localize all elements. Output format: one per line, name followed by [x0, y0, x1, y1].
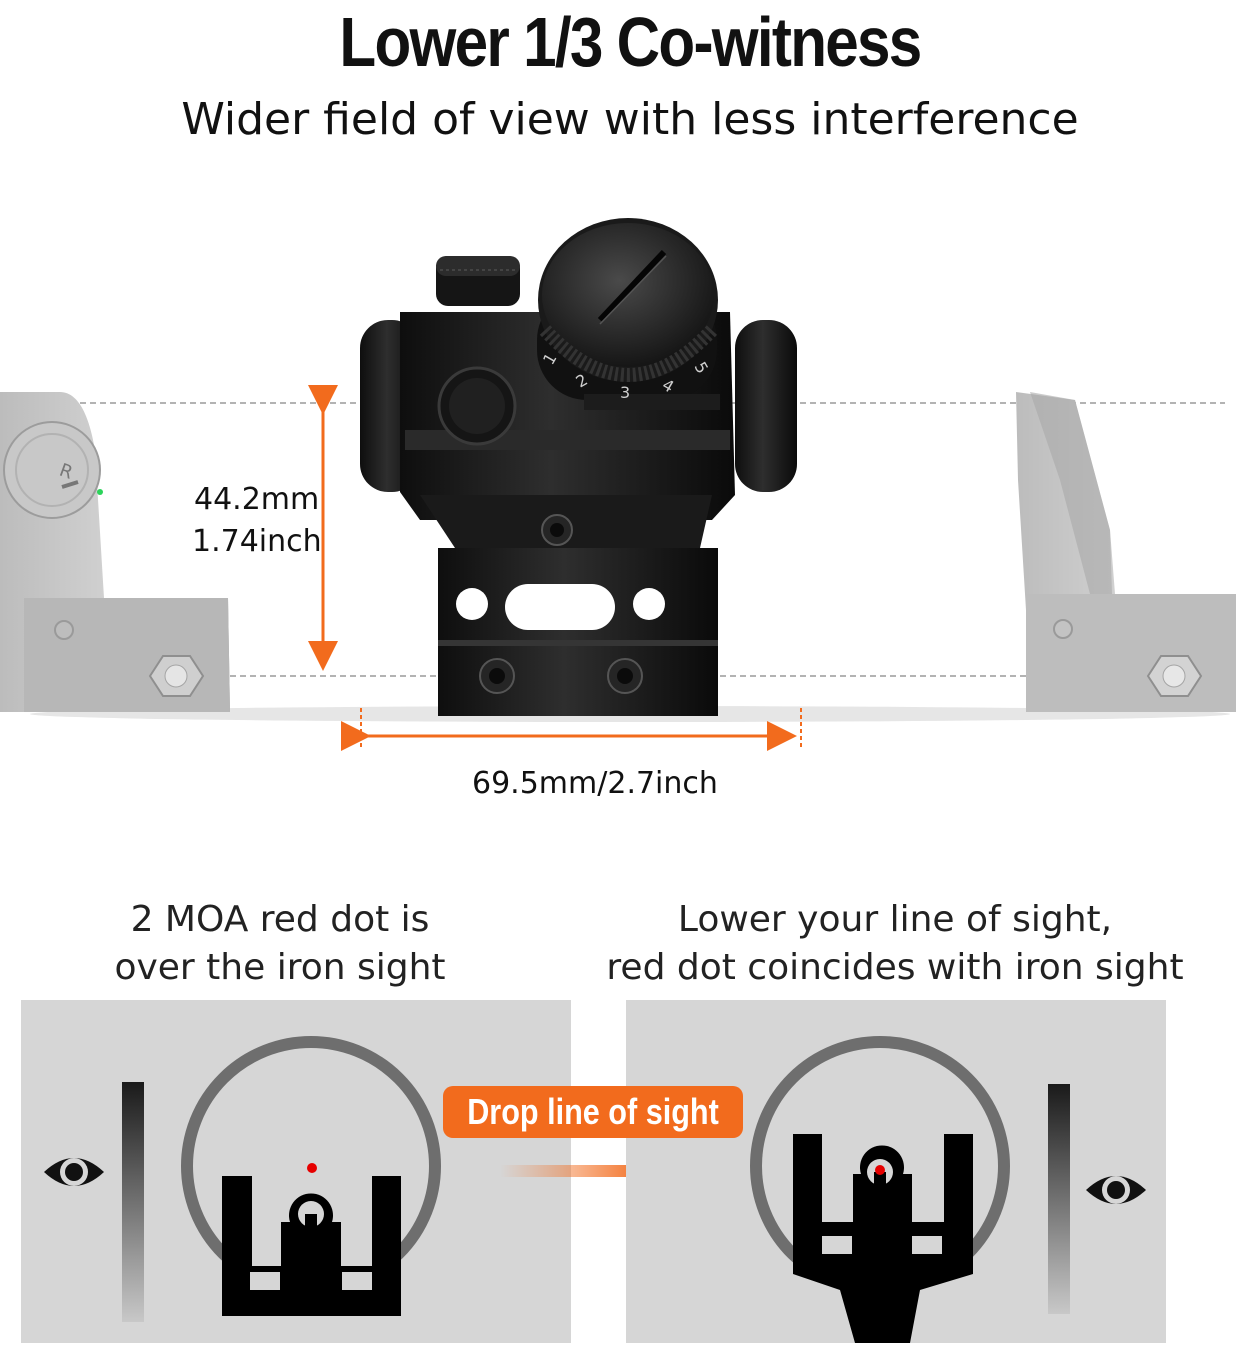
height-mm-label: 44.2mm [194, 482, 320, 517]
front-post [122, 1082, 144, 1322]
red-dot [307, 1163, 317, 1173]
right-sight-panel [626, 1000, 1166, 1343]
height-inch-label: 1.74inch [192, 524, 322, 559]
page-subtitle: Wider field of view with less interferen… [181, 94, 1079, 145]
product-illustration: R [0, 218, 1236, 751]
sight-picture-panels [21, 1000, 1166, 1343]
right-caption-line1: Lower your line of sight, [677, 899, 1113, 940]
red-dot-sight [360, 218, 797, 716]
rear-aperture [793, 1134, 973, 1343]
left-sight-panel [21, 1000, 571, 1343]
front-iron-sight [1016, 392, 1236, 712]
rear-iron-sight: R [0, 392, 230, 712]
front-post [1048, 1084, 1070, 1314]
right-caption-line2: red dot coincides with iron sight [606, 947, 1184, 988]
rear-aperture [222, 1176, 401, 1316]
eye-icon [44, 1158, 104, 1186]
drop-line-badge-label: Drop line of sight [467, 1091, 719, 1132]
dial-number-3: 3 [620, 383, 630, 402]
red-dot [875, 1165, 885, 1175]
width-label: 69.5mm/2.7inch [472, 766, 718, 801]
left-caption-line1: 2 MOA red dot is [130, 899, 430, 940]
left-caption: 2 MOA red dot is over the iron sight [40, 896, 520, 992]
page-title: Lower 1/3 Co-witness [339, 3, 922, 81]
drop-line-badge: Drop line of sight [443, 1086, 743, 1138]
right-caption: Lower your line of sight, red dot coinci… [590, 896, 1200, 992]
left-caption-line2: over the iron sight [114, 947, 446, 988]
eye-icon [1086, 1176, 1146, 1204]
